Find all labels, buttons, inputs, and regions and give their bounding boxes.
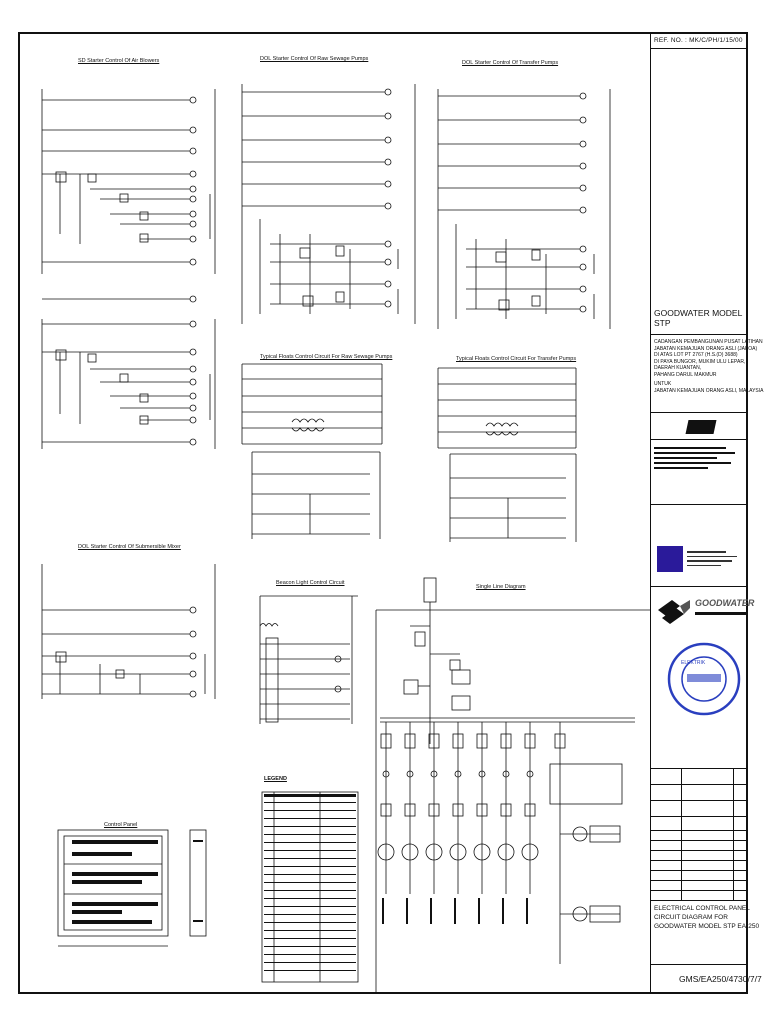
- divider: [651, 504, 748, 505]
- transfer-pump-ladder: [437, 89, 611, 329]
- drawing-title-line: CIRCUIT DIAGRAM FOR: [654, 914, 728, 921]
- divider: [651, 900, 748, 901]
- submersible-ladder: [41, 564, 216, 699]
- divider: [651, 439, 748, 440]
- single-line-diagram: [375, 577, 650, 992]
- divider: [651, 890, 748, 891]
- title-float-transfer: Typical Floats Control Circuit For Trans…: [456, 356, 577, 362]
- client-details: [654, 444, 744, 472]
- float-transfer-circuit: [437, 367, 577, 542]
- divider: [651, 48, 748, 49]
- consultant-details: [687, 548, 743, 569]
- location-line: JABATAN KEMAJUAN ORANG ASLI (JAKOA): [654, 345, 758, 352]
- divider: [651, 334, 748, 335]
- client-line: JABATAN KEMAJUAN ORANG ASLI, MALAYSIA: [654, 387, 764, 394]
- divider: [651, 840, 748, 841]
- drawing-title-line: ELECTRICAL CONTROL PANEL: [654, 905, 750, 912]
- drawing-title-line: GOODWATER MODEL STP EA-250: [654, 923, 760, 930]
- divider: [651, 850, 748, 851]
- schematic-drawings: [41, 84, 650, 992]
- title-raw-sewage: DOL Starter Control Of Raw Sewage Pumps: [260, 56, 369, 62]
- air-blower-ladder-2: [41, 319, 216, 449]
- air-blower-ladder-1: [41, 89, 216, 303]
- location-line: DI PAYA BUNGOR, MUKIM ULU LEPAR,: [654, 358, 746, 365]
- title-legend: LEGEND: [264, 776, 287, 782]
- divider: [651, 964, 748, 965]
- company-name: GOODWATER: [695, 598, 755, 608]
- project-location: CADANGAN PEMBANGUNAN PUSAT LATIHAN JABAT…: [654, 339, 763, 394]
- title-air-blowers: SD Starter Control Of Air Blowers: [78, 58, 160, 64]
- divider: [733, 768, 734, 900]
- ref-number: REF. NO. : MK/C/PH/1/15/00: [654, 37, 743, 44]
- location-line: DI ATAS LOT PT 2767 (H.S.(D) 3688): [654, 352, 738, 358]
- location-line: CADANGAN PEMBANGUNAN PUSAT LATIHAN: [654, 339, 763, 345]
- legend-table: [261, 791, 359, 983]
- beacon-feeder: [549, 722, 623, 964]
- company-tagline: [695, 612, 747, 615]
- drawing-title: ELECTRICAL CONTROL PANEL CIRCUIT DIAGRAM…: [654, 904, 759, 931]
- title-submersible: DOL Starter Control Of Submersible Mixer: [78, 544, 181, 550]
- client-logo: [685, 420, 717, 434]
- title-single-line: Single Line Diagram: [476, 584, 526, 590]
- title-block: REF. NO. : MK/C/PH/1/15/00 GOODWATER MOD…: [650, 34, 763, 992]
- divider: [651, 880, 748, 881]
- divider: [651, 830, 748, 831]
- divider: [651, 586, 748, 587]
- company-logo-icon: [658, 600, 690, 624]
- title-float-raw: Typical Floats Control Circuit For Raw S…: [260, 354, 393, 360]
- drawing-number: GMS/EA250/4730/7/7: [679, 974, 762, 984]
- engineer-stamp-icon: [667, 642, 741, 716]
- divider: [651, 412, 748, 413]
- divider: [651, 870, 748, 871]
- title-control-panel: Control Panel: [104, 822, 138, 828]
- project-title: GOODWATER MODEL STP: [654, 308, 742, 328]
- raw-sewage-ladder: [241, 84, 416, 324]
- divider: [651, 784, 748, 785]
- stamp-text: ELEKTRIK: [681, 660, 706, 666]
- divider: [651, 816, 748, 817]
- beacon-light-circuit: [259, 595, 358, 724]
- location-line: PAHANG DARUL MAKMUR: [654, 371, 717, 378]
- divider: [651, 768, 748, 769]
- for-label: UNTUK: [654, 381, 672, 387]
- title-beacon: Beacon Light Control Circuit: [276, 580, 345, 586]
- consultant-logo: [657, 546, 683, 572]
- location-line: DAERAH KUANTAN,: [654, 365, 702, 371]
- divider: [681, 768, 682, 900]
- divider: [651, 800, 748, 801]
- drawing-sheet: SD Starter Control Of Air Blowers DOL St…: [18, 32, 763, 994]
- title-transfer-pumps: DOL Starter Control Of Transfer Pumps: [462, 60, 559, 66]
- float-raw-circuit: [241, 363, 383, 539]
- feeder-columns: [377, 722, 539, 894]
- divider: [651, 860, 748, 861]
- control-panel-layout: [57, 829, 207, 947]
